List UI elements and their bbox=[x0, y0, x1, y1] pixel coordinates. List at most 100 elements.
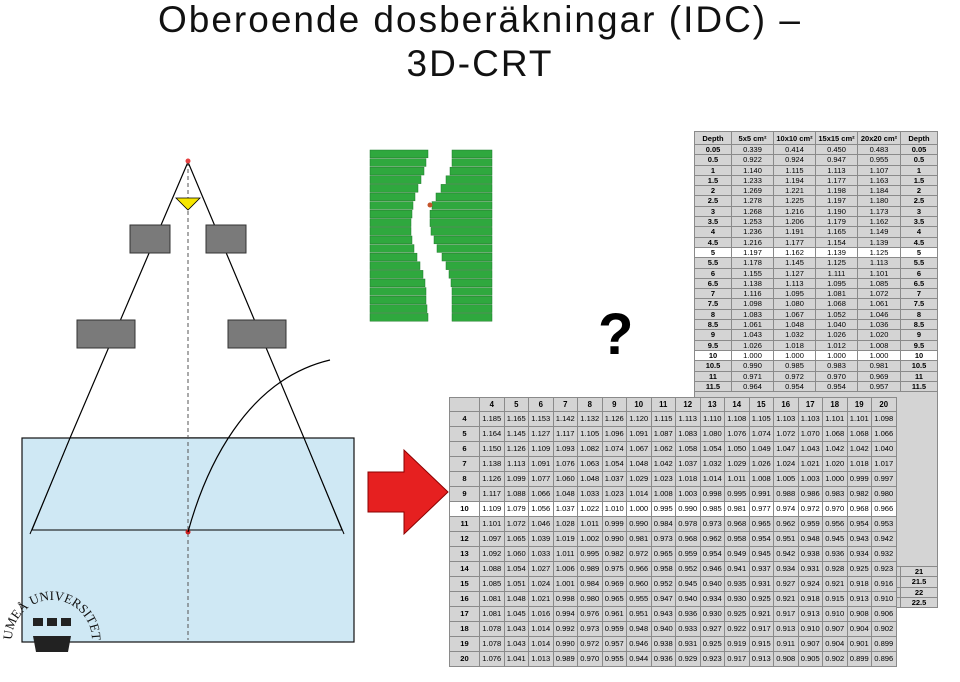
tmr-cell: 0.965 bbox=[650, 546, 676, 562]
tmr-cell: 0.991 bbox=[748, 486, 774, 502]
tmr-cell: 1.079 bbox=[503, 501, 529, 517]
tmr-cell: 1.101 bbox=[822, 411, 848, 427]
title-line-1: Oberoende dosberäkningar (IDC) – bbox=[158, 0, 802, 40]
tmr-cell: 1.078 bbox=[479, 636, 505, 652]
tmr-cell: 1.117 bbox=[479, 486, 505, 502]
tmr-cell: 0.982 bbox=[601, 546, 627, 562]
pdd-cell: 1.111 bbox=[815, 267, 858, 279]
pdd-cell: 1.026 bbox=[731, 339, 774, 351]
tmr-cell: 1.138 bbox=[479, 456, 505, 472]
pdd-cell: 1.000 bbox=[731, 349, 774, 362]
tmr-cell: 4 bbox=[449, 411, 480, 427]
tmr-cell: 1.048 bbox=[626, 456, 652, 472]
pdd-cell: 4 bbox=[694, 226, 732, 238]
tmr-cell: 1.096 bbox=[601, 426, 627, 442]
tmr-cell: 0.972 bbox=[797, 501, 823, 517]
mlc-leaf-right bbox=[451, 287, 493, 296]
pdd-cell: 22 bbox=[900, 586, 938, 599]
pdd-cell: 1.113 bbox=[773, 277, 816, 290]
mlc-leaf-left bbox=[369, 313, 429, 322]
tmr-cell: 0.983 bbox=[822, 486, 848, 502]
tmr-cell: 0.931 bbox=[797, 561, 823, 577]
tmr-cell: 0.978 bbox=[675, 516, 701, 532]
mlc-leaf-right bbox=[448, 270, 493, 279]
pdd-cell: 1.068 bbox=[815, 298, 858, 310]
pdd-cell: 0.947 bbox=[815, 154, 858, 166]
tmr-cell: 1.048 bbox=[577, 471, 603, 487]
tmr-cell: 0.999 bbox=[601, 516, 627, 532]
pdd-cell: 0.990 bbox=[731, 360, 774, 372]
pointer-curve bbox=[187, 359, 331, 533]
tmr-cell: 1.028 bbox=[552, 516, 578, 532]
pdd-cell: 1.165 bbox=[815, 226, 858, 238]
tmr-cell: 1.088 bbox=[479, 561, 505, 577]
tmr-cell: 1.024 bbox=[773, 456, 799, 472]
mlc-leaf-right bbox=[445, 261, 493, 270]
pdd-cell: 0.983 bbox=[815, 360, 858, 372]
tmr-header-cell: 12 bbox=[675, 397, 701, 412]
tmr-cell: 1.033 bbox=[577, 486, 603, 502]
pdd-cell: 1.000 bbox=[857, 349, 901, 362]
tmr-cell: 1.021 bbox=[797, 456, 823, 472]
tmr-cell: 1.014 bbox=[528, 621, 554, 637]
tmr-cell: 1.029 bbox=[724, 456, 750, 472]
pdd-cell: 21 bbox=[900, 566, 938, 578]
tmr-cell: 0.953 bbox=[871, 516, 897, 532]
mlc-leaf-right bbox=[430, 227, 493, 236]
tmr-cell: 0.995 bbox=[577, 546, 603, 562]
pdd-cell: 8.5 bbox=[900, 319, 938, 331]
pdd-cell: 1.125 bbox=[857, 246, 901, 259]
tmr-cell: 1.043 bbox=[797, 441, 823, 457]
tmr-cell: 0.913 bbox=[797, 606, 823, 622]
tmr-cell: 0.998 bbox=[699, 486, 725, 502]
pdd-header-cell: 15x15 cm² bbox=[815, 131, 858, 145]
pdd-cell: 1.162 bbox=[857, 216, 901, 228]
tmr-cell: 1.091 bbox=[528, 456, 554, 472]
pdd-cell: 1.221 bbox=[773, 185, 816, 197]
pdd-cell: 0.985 bbox=[773, 360, 816, 372]
tmr-cell: 0.906 bbox=[871, 606, 897, 622]
tmr-cell: 0.931 bbox=[748, 576, 774, 592]
tmr-cell: 0.954 bbox=[748, 531, 774, 547]
tmr-cell: 0.956 bbox=[822, 516, 848, 532]
pdd-cell: 8.5 bbox=[694, 319, 732, 331]
tmr-cell: 0.921 bbox=[748, 606, 774, 622]
pdd-cell: 0.483 bbox=[857, 143, 901, 156]
pdd-cell: 1.127 bbox=[773, 267, 816, 279]
tmr-cell: 0.936 bbox=[650, 651, 676, 667]
mlc-leaf-right bbox=[451, 304, 493, 313]
tmr-cell: 0.915 bbox=[748, 636, 774, 652]
tmr-cell: 1.042 bbox=[822, 441, 848, 457]
title-line-2: 3D-CRT bbox=[406, 43, 554, 84]
tmr-cell: 0.917 bbox=[773, 606, 799, 622]
mlc-leaf-right bbox=[436, 244, 493, 253]
tmr-cell: 1.077 bbox=[528, 471, 554, 487]
pdd-cell: 1.163 bbox=[857, 174, 901, 187]
tmr-cell: 5 bbox=[449, 426, 480, 442]
pdd-cell: 1.113 bbox=[815, 164, 858, 176]
tmr-cell: 0.951 bbox=[626, 606, 652, 622]
tmr-cell: 1.037 bbox=[675, 456, 701, 472]
pdd-cell: 1.198 bbox=[815, 185, 858, 197]
mlc-leaf-left bbox=[369, 209, 413, 219]
tmr-cell: 1.022 bbox=[577, 501, 603, 517]
pdd-cell: 1.162 bbox=[773, 246, 816, 259]
tmr-cell: 1.074 bbox=[601, 441, 627, 457]
tmr-cell: 1.042 bbox=[846, 441, 872, 457]
pdd-cell: 2.5 bbox=[900, 195, 938, 207]
pdd-cell: 1.018 bbox=[773, 339, 816, 351]
pdd-cell: 0.5 bbox=[900, 154, 938, 166]
tmr-cell: 0.990 bbox=[601, 531, 627, 547]
tmr-cell: 1.101 bbox=[479, 516, 505, 532]
pdd-cell: 1.178 bbox=[731, 257, 774, 269]
tmr-cell: 1.153 bbox=[528, 411, 554, 427]
pdd-cell: 1.116 bbox=[731, 288, 774, 300]
tmr-header-cell: 20 bbox=[871, 397, 897, 412]
tmr-cell: 0.938 bbox=[650, 636, 676, 652]
